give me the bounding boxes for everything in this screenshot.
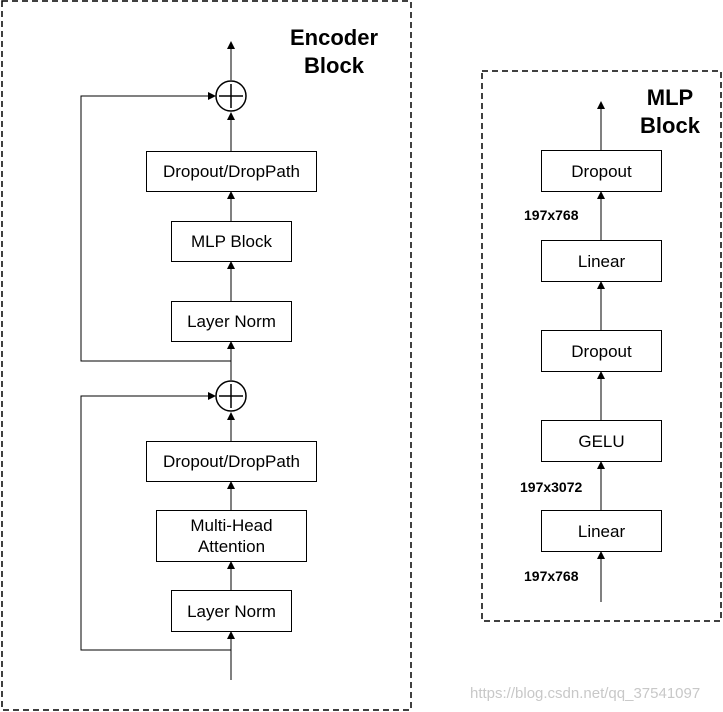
dim-label-input: 197x768 [524,568,579,584]
encoder-multi-head-attention: Multi-Head Attention [156,510,307,562]
mlp-linear-bottom: Linear [541,510,662,552]
encoder-layer-norm-bottom-label: Layer Norm [187,601,276,621]
mlp-title-line2: Block [640,113,700,138]
encoder-mlp-block: MLP Block [171,221,292,262]
watermark-url: https://blog.csdn.net/qq_37541097 [470,685,701,702]
mlp-gelu-label: GELU [578,431,625,451]
encoder-dropout-droppath-top: Dropout/DropPath [146,151,317,192]
mlp-block-title: MLP Block [626,84,714,140]
residual-connection-bottom [80,392,231,651]
mlp-title-line1: MLP [646,85,694,110]
encoder-block-border [1,0,412,711]
mlp-dropout-top: Dropout [541,150,662,192]
encoder-layer-norm-top-label: Layer Norm [187,312,276,331]
mlp-dropout-mid-label: Dropout [571,341,632,361]
encoder-layer-norm-top: Layer Norm [171,301,292,342]
encoder-mlp-block-label: MLP Block [191,232,272,251]
encoder-title-line2: Block [304,53,364,78]
encoder-block-title: Encoder Block [278,24,390,80]
encoder-dropout-top-label: Dropout/DropPath [162,162,301,181]
encoder-layer-norm-bottom: Layer Norm [171,590,292,632]
encoder-dropout-bottom-label: Dropout/DropPath [162,452,301,471]
mlp-block-border [481,70,722,622]
dim-label-hidden: 197x3072 [520,479,583,495]
mlp-dropout-mid: Dropout [541,330,662,372]
add-node-bottom [215,380,247,412]
residual-connection-top [80,92,231,362]
mlp-linear-bottom-label: Linear [577,521,626,541]
add-node-top [215,80,247,112]
mlp-linear-top-label: Linear [577,251,626,271]
dim-label-output: 197x768 [524,207,579,223]
mlp-gelu: GELU [541,420,662,462]
encoder-title-line1: Encoder [289,25,379,50]
mlp-linear-top: Linear [541,240,662,282]
encoder-dropout-droppath-bottom: Dropout/DropPath [146,441,317,482]
mlp-dropout-top-label: Dropout [571,161,632,181]
attention-label-line1: Multi-Head [190,516,273,535]
attention-label-line2: Attention [197,537,266,556]
